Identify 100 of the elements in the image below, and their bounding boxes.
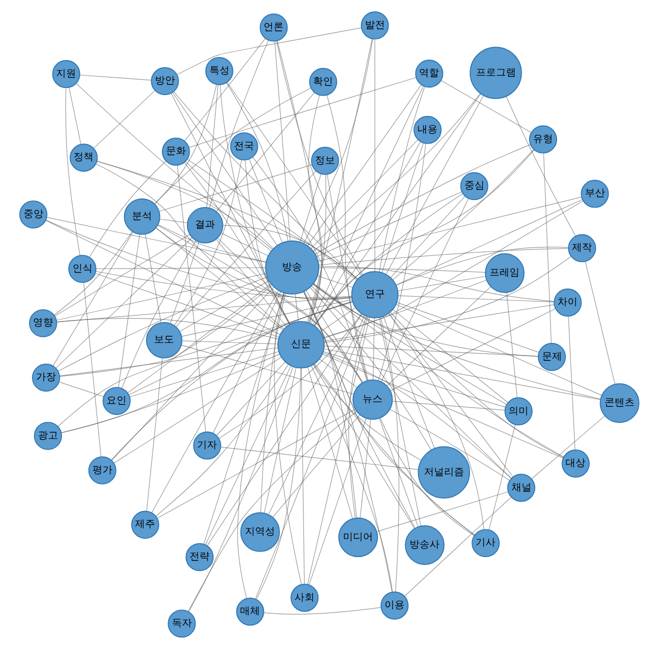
connector bbox=[156, 408, 355, 518]
node-circle: 전국 bbox=[230, 132, 258, 160]
connector bbox=[303, 38, 373, 244]
node-circle: 지역성 bbox=[240, 512, 280, 552]
node-circle: 내용 bbox=[413, 116, 442, 144]
connector bbox=[155, 364, 288, 516]
node-circle: 인식 bbox=[68, 254, 96, 283]
connector bbox=[52, 232, 133, 366]
connector bbox=[174, 159, 242, 326]
connector bbox=[155, 227, 283, 330]
node-circle: 제주 bbox=[130, 510, 159, 539]
connector bbox=[154, 84, 216, 204]
connector bbox=[312, 284, 564, 458]
node-circle: 언론 bbox=[259, 13, 288, 42]
node-circle: 영향 bbox=[28, 309, 57, 338]
connector bbox=[385, 95, 484, 274]
connector bbox=[126, 284, 271, 394]
connector bbox=[404, 496, 511, 597]
connector bbox=[218, 314, 362, 439]
connector bbox=[276, 40, 363, 275]
node-circle: 특성 bbox=[204, 57, 233, 86]
node-circle: 결과 bbox=[186, 207, 223, 244]
node-circle: 분석 bbox=[123, 198, 160, 235]
connector bbox=[392, 149, 534, 280]
connector bbox=[88, 160, 166, 258]
connector bbox=[313, 150, 534, 326]
connector bbox=[120, 240, 196, 389]
connector bbox=[312, 141, 420, 325]
node-circle: 가장 bbox=[32, 364, 60, 392]
node-circle: 발전 bbox=[360, 11, 388, 40]
node-circle: 프로그램 bbox=[469, 46, 522, 99]
node-circle: 문화 bbox=[161, 138, 190, 166]
node-circle: 유형 bbox=[528, 125, 557, 154]
connector bbox=[216, 92, 314, 212]
node-circle: 지원 bbox=[52, 60, 80, 88]
node-circle: 광고 bbox=[33, 422, 62, 450]
connector bbox=[310, 365, 392, 593]
node-circle: 매체 bbox=[236, 598, 264, 626]
node-circle: 문제 bbox=[537, 342, 566, 371]
connector bbox=[312, 364, 414, 529]
node-circle: 중앙 bbox=[18, 200, 47, 229]
connector bbox=[110, 286, 274, 461]
node-circle: 정보 bbox=[310, 146, 339, 175]
node-circle: 미디어 bbox=[338, 517, 378, 558]
node-circle: 방안 bbox=[150, 67, 178, 96]
node-circle: 독자 bbox=[167, 610, 196, 638]
node-circle: 연구 bbox=[350, 271, 398, 318]
node-circle: 중심 bbox=[460, 172, 488, 200]
connector bbox=[60, 354, 280, 434]
connector bbox=[154, 88, 311, 204]
node-circle: 방송사 bbox=[404, 525, 444, 565]
connector bbox=[113, 356, 282, 464]
node-circle: 확인 bbox=[308, 68, 337, 96]
connector bbox=[54, 234, 190, 316]
node-circle: 프레임 bbox=[484, 253, 524, 293]
connector bbox=[183, 162, 290, 325]
connector bbox=[322, 354, 563, 458]
node-circle: 뉴스 bbox=[352, 379, 392, 420]
connector bbox=[57, 276, 267, 372]
node-circle: 평가 bbox=[88, 456, 116, 484]
connector bbox=[172, 92, 277, 246]
node-circle: 차이 bbox=[553, 288, 582, 317]
connector bbox=[217, 238, 362, 383]
node-circle: 콘텐츠 bbox=[599, 383, 639, 423]
node-circle: 신문 bbox=[276, 321, 324, 368]
connector bbox=[506, 96, 576, 237]
node-circle: 정책 bbox=[69, 144, 98, 172]
connector bbox=[55, 237, 192, 368]
node-circle: 보도 bbox=[146, 322, 182, 358]
connector bbox=[94, 272, 279, 338]
connector bbox=[395, 304, 602, 396]
node-circle: 제작 bbox=[568, 234, 596, 262]
connector bbox=[388, 313, 513, 478]
node-circle: 대상 bbox=[561, 450, 590, 478]
connector bbox=[306, 84, 422, 246]
node-circle: 사회 bbox=[290, 584, 318, 612]
connector bbox=[304, 291, 392, 592]
connector bbox=[53, 231, 132, 316]
connector bbox=[268, 316, 364, 515]
connector bbox=[184, 38, 266, 142]
connector bbox=[312, 93, 480, 252]
node-circle: 요인 bbox=[102, 386, 130, 415]
connector bbox=[314, 144, 530, 254]
connector bbox=[226, 82, 288, 242]
connector bbox=[312, 364, 421, 461]
node-circle: 기사 bbox=[471, 529, 500, 558]
connector bbox=[44, 220, 280, 335]
connector bbox=[208, 40, 268, 208]
node-circle: 역할 bbox=[414, 60, 443, 88]
node-circle: 채널 bbox=[506, 474, 535, 502]
connector bbox=[314, 193, 463, 326]
connector bbox=[388, 313, 484, 530]
connector bbox=[312, 283, 506, 405]
node-circle: 이용 bbox=[380, 592, 408, 620]
connector bbox=[314, 363, 475, 536]
node-circle: 전략 bbox=[185, 543, 214, 572]
connector bbox=[184, 160, 273, 249]
connector bbox=[309, 287, 431, 450]
node-circle: 저널리즘 bbox=[417, 446, 470, 499]
node-circle: 의미 bbox=[504, 397, 532, 426]
